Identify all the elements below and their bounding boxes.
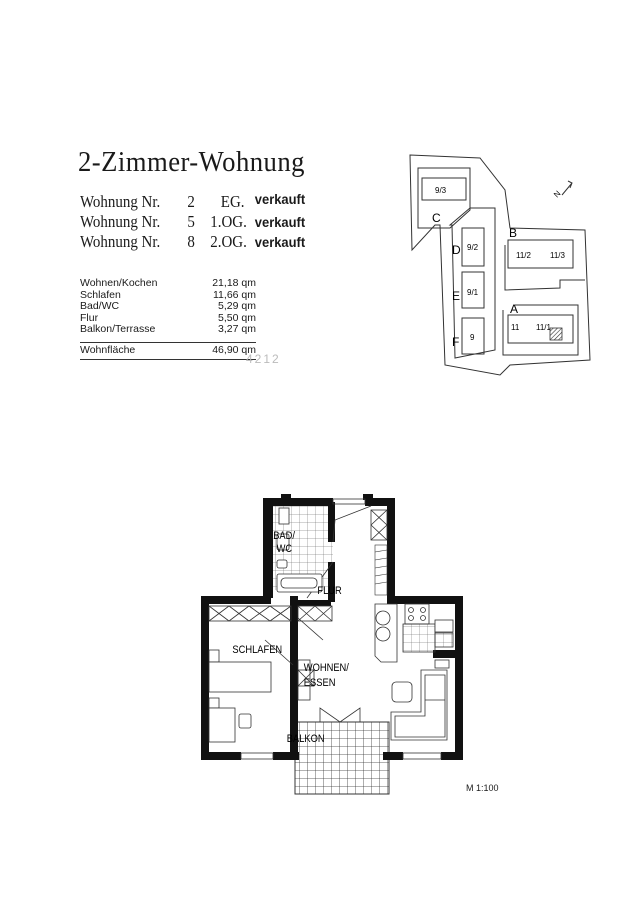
unit-row: Wohnung Nr. 2 EG. verkauft	[80, 191, 306, 212]
unit-number: 8	[187, 232, 195, 251]
area-room: Schlafen	[80, 288, 121, 301]
room-label-balkon: BALKON	[287, 733, 325, 745]
area-row: Bad/WC 5,29 qm	[80, 300, 256, 313]
room-label-essen: ESSEN	[304, 677, 336, 689]
site-unit-label: 11/1	[536, 323, 552, 332]
unit-number: 2	[187, 192, 195, 211]
site-unit-label: 11/3	[550, 251, 566, 260]
area-row: Flur 5,50 qm	[80, 311, 256, 325]
total-value: 46,90 qm	[212, 343, 256, 356]
unit-status: verkauft	[254, 234, 306, 250]
area-room: Wohnen/Kochen	[80, 277, 158, 289]
unit-status: verkauft	[254, 214, 306, 230]
unit-label: Wohnung Nr.	[80, 232, 161, 251]
site-unit-label: 9/2	[467, 243, 479, 252]
room-label-wc: WC	[277, 543, 293, 555]
total-label: Wohnfläche	[80, 343, 136, 356]
unit-row: Wohnung Nr. 8 2.OG. verkauft	[80, 232, 306, 252]
area-row: Wohnen/Kochen 21,18 qm	[80, 277, 256, 290]
area-row: Balkon/Terrasse 3,27 qm	[80, 323, 256, 336]
unit-label: Wohnung Nr.	[80, 212, 161, 231]
unit-number: 5	[187, 212, 195, 231]
site-unit-label: 9	[470, 333, 475, 342]
site-unit-label: 9/3	[435, 186, 447, 195]
area-value: 21,18 qm	[212, 277, 256, 289]
area-value: 11,66 qm	[213, 288, 256, 301]
room-label-bad: BAD/	[273, 530, 295, 542]
site-building-letter: B	[509, 226, 517, 240]
site-building-letter: D	[452, 243, 461, 257]
room-label-schlafen: SCHLAFEN	[232, 644, 282, 656]
area-row: Schlafen 11,66 qm	[80, 288, 256, 302]
scale-label: M 1:100	[466, 783, 499, 793]
site-building-letter: E	[452, 289, 460, 303]
area-value: 3,27 qm	[218, 323, 256, 335]
site-plan: N 9/3 C 9/2 D 9/1 E 9 F B 11/2 11/3 A 11…	[409, 154, 591, 376]
site-unit-label: 11	[511, 323, 520, 332]
site-building-letter: C	[432, 211, 441, 225]
site-unit-label: 9/1	[467, 288, 479, 297]
document-title: 2-Zimmer-Wohnung	[78, 146, 305, 178]
unit-floor: 1.OG.	[210, 212, 247, 231]
area-value: 5,29 qm	[218, 300, 256, 312]
unit-label: Wohnung Nr.	[80, 192, 161, 211]
area-value: 5,50 qm	[218, 311, 256, 324]
area-room: Flur	[80, 311, 99, 324]
unit-row: Wohnung Nr. 5 1.OG. verkauft	[80, 212, 306, 232]
site-building-letter: F	[452, 335, 459, 349]
room-label-flur: FLUR	[317, 585, 341, 597]
room-label-wohnen: WOHNEN/	[304, 662, 349, 674]
unit-status: verkauft	[254, 191, 306, 207]
site-building-letter: A	[510, 302, 518, 316]
north-label: N	[552, 189, 563, 200]
area-room: Balkon/Terrasse	[80, 323, 156, 335]
unit-floor: EG.	[220, 192, 245, 211]
area-total-row: Wohnfläche 46,90 qm	[80, 341, 256, 360]
unit-floor: 2.OG.	[210, 232, 247, 251]
area-room: Bad/WC	[80, 300, 120, 312]
site-unit-label: 11/2	[516, 251, 532, 260]
area-table: Wohnen/Kochen 21,18 qm Schlafen 11,66 qm B…	[80, 277, 256, 360]
north-arrow-icon	[561, 180, 573, 196]
faded-stamp: 4212	[246, 352, 281, 366]
floor-plan: BAD/ WC FLUR SCHLAFEN WOHNEN/ ESSEN BALK…	[201, 494, 463, 795]
